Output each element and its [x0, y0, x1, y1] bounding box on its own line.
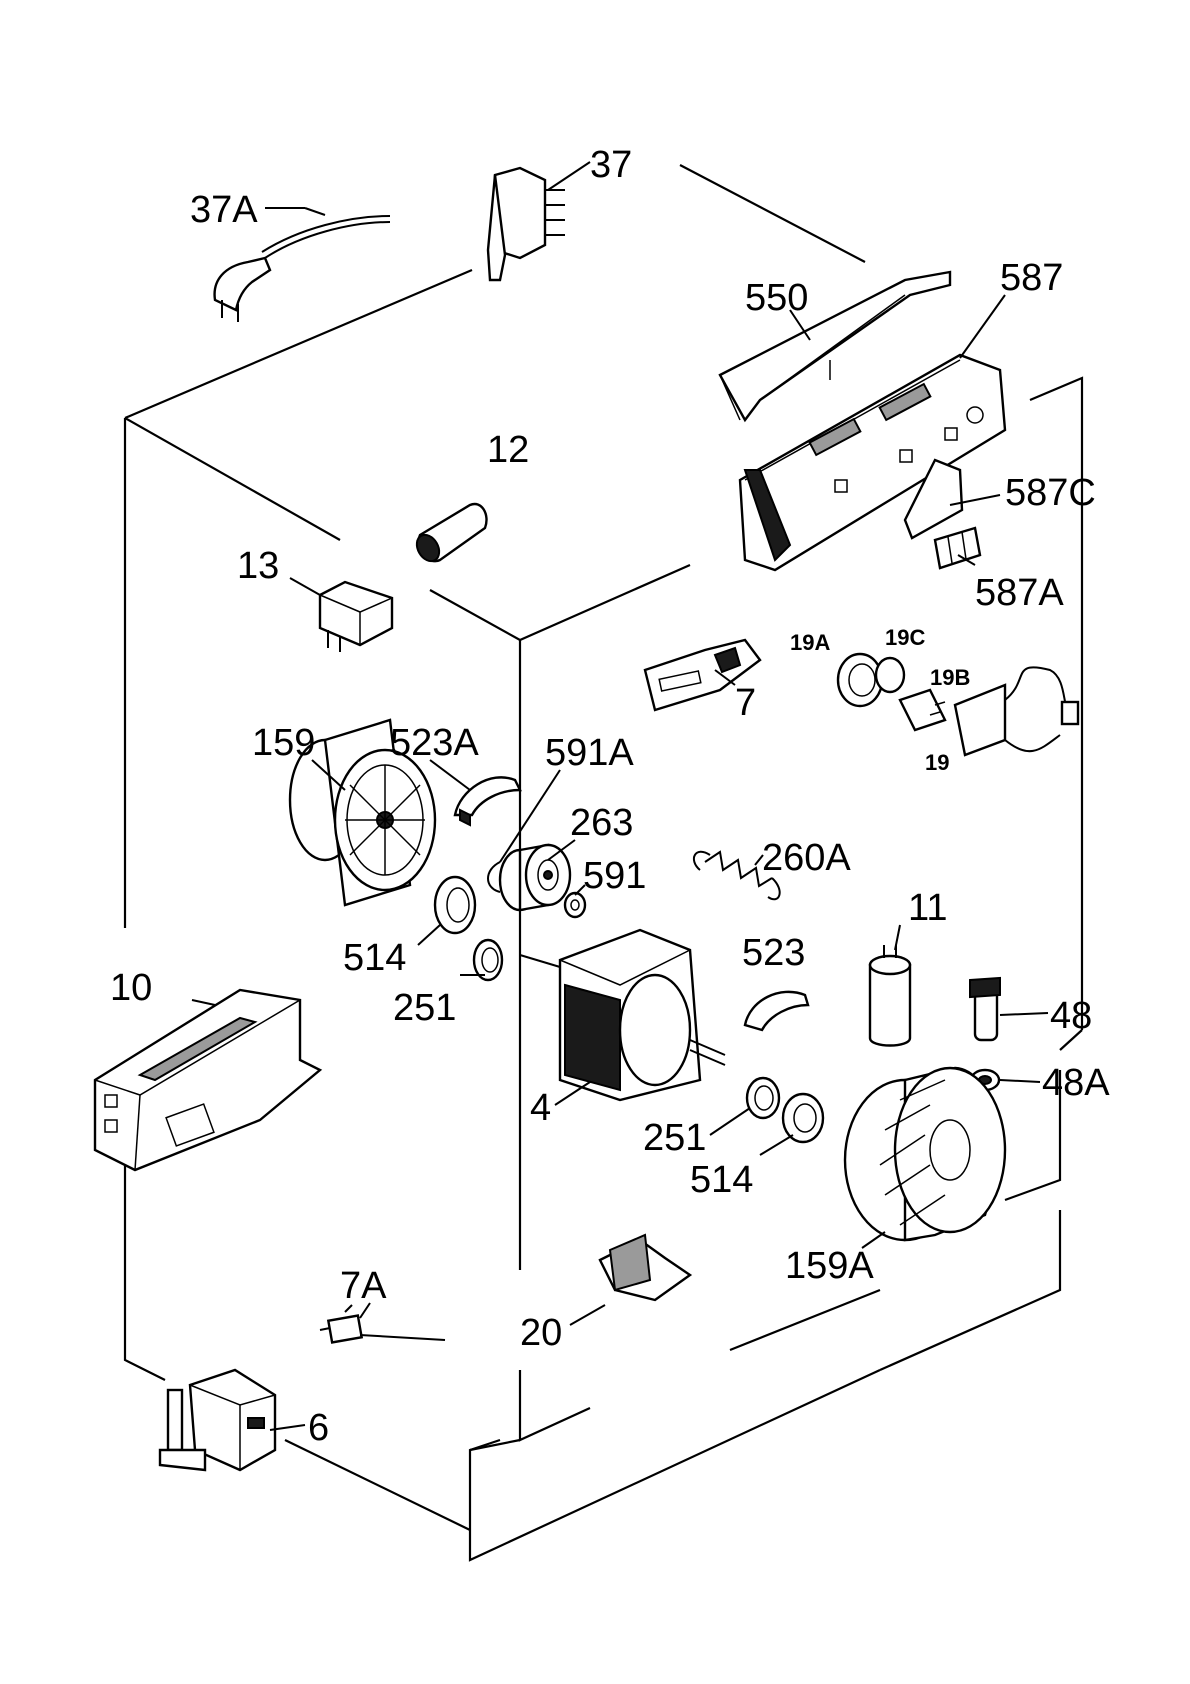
label-587A: 587A [975, 572, 1064, 614]
door-bracket [598, 1233, 693, 1302]
capacitor-large [868, 945, 912, 1047]
label-13: 13 [237, 545, 279, 587]
micro-switch [319, 1304, 446, 1344]
label-550: 550 [745, 277, 808, 319]
bearing-left [433, 875, 477, 935]
sensor-assembly [836, 652, 1080, 757]
part-labels: 37A 37 550 587 12 587C 13 587A 19A 19C 1… [110, 144, 1110, 1449]
label-37: 37 [590, 144, 632, 186]
label-48A: 48A [1042, 1062, 1110, 1104]
valve [969, 976, 1001, 1042]
label-591A: 591A [545, 732, 634, 774]
label-587: 587 [1000, 257, 1063, 299]
control-board [738, 353, 1007, 572]
label-37A: 37A [190, 189, 258, 231]
pulley [498, 843, 572, 912]
label-263: 263 [570, 802, 633, 844]
drive-motor [519, 928, 726, 1102]
label-7: 7 [735, 682, 756, 724]
label-19C: 19C [885, 625, 925, 650]
key-block [933, 526, 982, 570]
label-159: 159 [252, 722, 315, 764]
label-19A: 19A [790, 630, 830, 655]
label-48: 48 [1050, 995, 1092, 1037]
label-587C: 587C [1005, 472, 1096, 514]
drain-pump [158, 1368, 277, 1472]
label-514-right: 514 [690, 1159, 753, 1201]
tension-spring [692, 850, 781, 901]
seal-left [472, 938, 504, 982]
label-11: 11 [908, 887, 947, 929]
label-251-right: 251 [643, 1117, 706, 1159]
label-159A: 159A [785, 1245, 874, 1287]
cabinet-outline [123, 164, 1084, 1562]
label-20: 20 [520, 1312, 562, 1354]
label-10: 10 [110, 967, 152, 1009]
leader-lines [191, 161, 1049, 1431]
display-pcb [903, 458, 964, 540]
label-12: 12 [487, 429, 529, 471]
terminal-block [486, 166, 565, 282]
label-591: 591 [583, 855, 646, 897]
capacitor-small [415, 502, 488, 563]
label-523A: 523A [390, 722, 479, 764]
label-19B: 19B [930, 665, 970, 690]
label-523: 523 [742, 932, 805, 974]
fan-impeller [843, 1066, 1007, 1242]
seal-right [745, 1076, 781, 1120]
electronic-cover [718, 270, 952, 423]
label-514-left: 514 [343, 937, 406, 979]
door-lock [643, 638, 762, 712]
label-19: 19 [925, 750, 949, 775]
label-7A: 7A [340, 1265, 387, 1307]
drum-wheel [288, 718, 437, 907]
circlip-a [487, 861, 501, 893]
label-6: 6 [308, 1407, 329, 1449]
label-4: 4 [530, 1087, 551, 1129]
label-260A: 260A [762, 837, 851, 879]
bearing-shell-lower [743, 990, 810, 1032]
washer [563, 891, 587, 919]
mains-cable-plug [213, 215, 391, 322]
bearing-shell-upper [453, 776, 522, 827]
label-251-left: 251 [393, 987, 456, 1029]
relay [318, 580, 394, 652]
bearing-right [781, 1092, 825, 1144]
heater-housing [93, 988, 323, 1172]
